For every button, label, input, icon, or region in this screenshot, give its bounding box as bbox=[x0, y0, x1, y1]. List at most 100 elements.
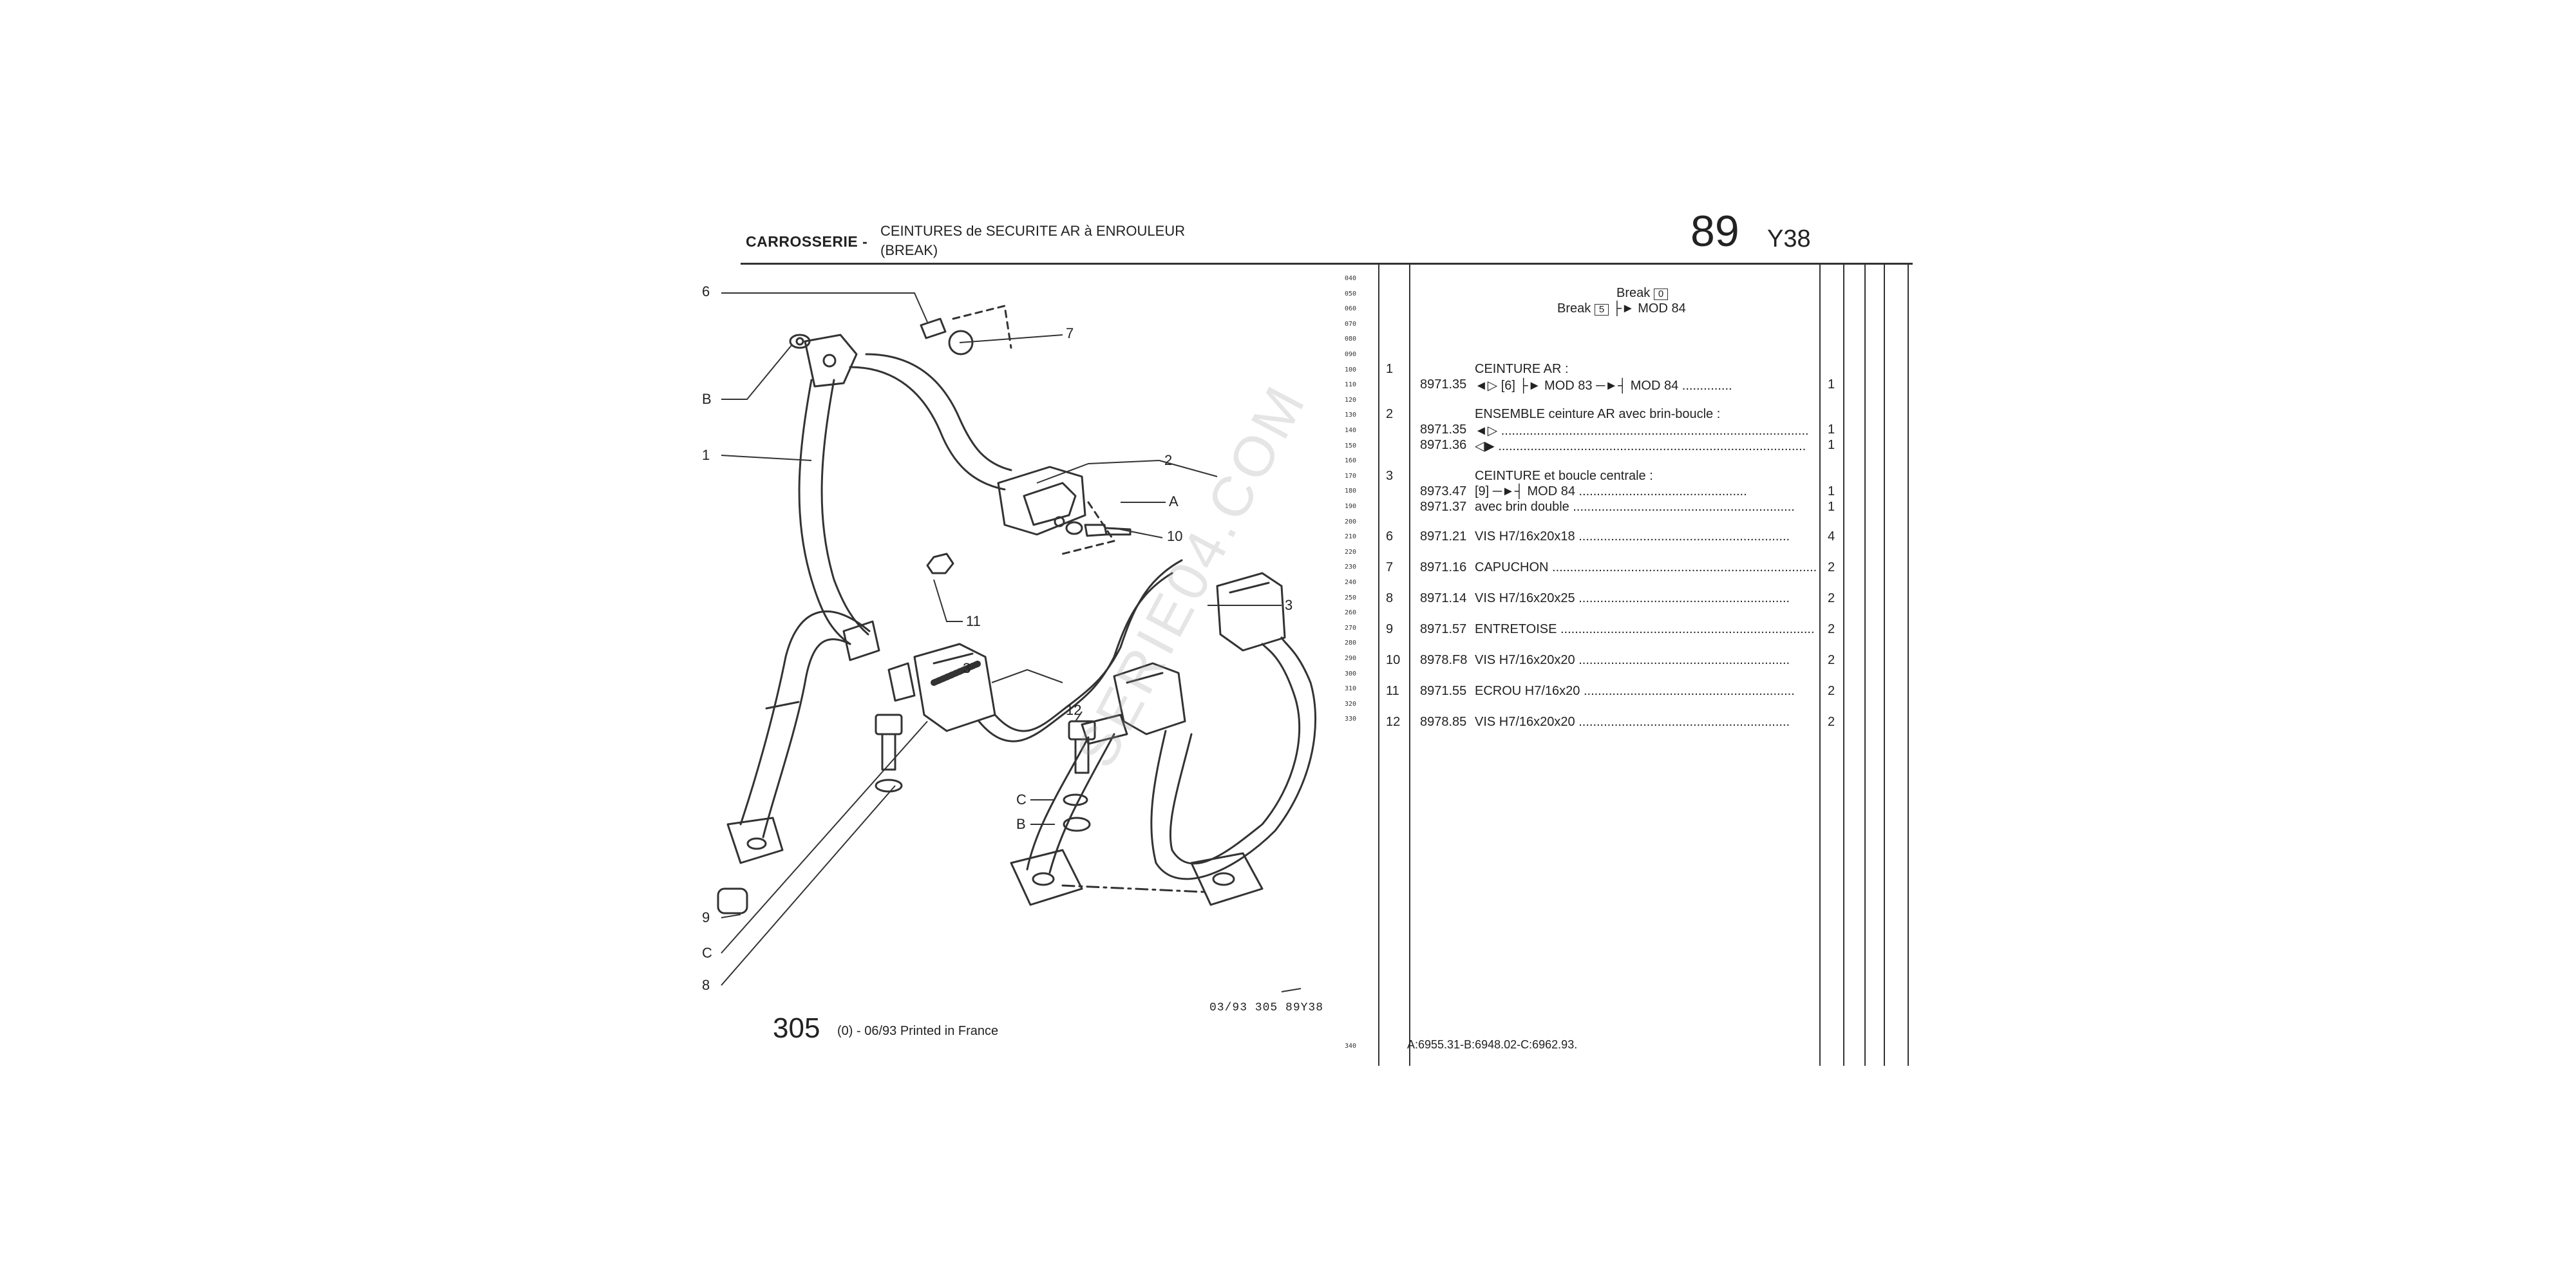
row-number: 260 bbox=[1345, 609, 1357, 617]
part-quantity: 2 bbox=[1828, 653, 1835, 667]
part-reference: 8971.55 bbox=[1420, 684, 1467, 698]
applicability-text-1: Break bbox=[1616, 286, 1651, 300]
row-number: 100 bbox=[1345, 366, 1357, 374]
part-reference: 8971.21 bbox=[1420, 529, 1467, 544]
table-line-2 bbox=[1409, 264, 1410, 1066]
adjuster bbox=[1081, 714, 1128, 745]
buckle-right bbox=[1113, 662, 1186, 735]
row-number: 070 bbox=[1345, 320, 1357, 328]
page-title: CEINTURES de SECURITE AR à ENROULEUR (BR… bbox=[880, 222, 1185, 260]
table-line-1 bbox=[1378, 264, 1379, 1066]
table-line-5 bbox=[1864, 264, 1866, 1066]
row-number: 200 bbox=[1345, 518, 1357, 526]
label-3b: 3 bbox=[1285, 597, 1293, 613]
part-description: VIS H7/16x20x25 ........................… bbox=[1475, 591, 1790, 605]
retractor-right bbox=[1216, 572, 1286, 652]
part-description: ENTRETOISE .............................… bbox=[1475, 622, 1815, 636]
bolt-8-head bbox=[875, 714, 903, 735]
page-number: 89 bbox=[1690, 207, 1739, 256]
model-number: 305 bbox=[773, 1012, 820, 1044]
part-description: CAPUCHON ...............................… bbox=[1475, 560, 1817, 574]
part-quantity: 2 bbox=[1828, 715, 1835, 729]
label-B: B bbox=[702, 391, 712, 407]
row-number: 290 bbox=[1345, 655, 1357, 662]
row-number: 110 bbox=[1345, 381, 1357, 389]
label-11: 11 bbox=[966, 613, 981, 629]
part-item-number: 9 bbox=[1386, 622, 1394, 636]
row-number: 190 bbox=[1345, 503, 1357, 510]
belt-upper bbox=[849, 366, 1006, 491]
row-number: 120 bbox=[1345, 396, 1357, 404]
row-number: 180 bbox=[1345, 488, 1357, 495]
part-quantity: 1 bbox=[1828, 438, 1835, 452]
part-reference: 8971.37 bbox=[1420, 500, 1467, 514]
part-item-number: 1 bbox=[1386, 362, 1394, 376]
belt-1 bbox=[798, 379, 851, 645]
buckle-center bbox=[913, 643, 996, 732]
row-number: 280 bbox=[1345, 639, 1357, 647]
applicability-suffix: MOD 84 bbox=[1638, 301, 1686, 316]
row-number: 170 bbox=[1345, 472, 1357, 480]
part-item-number: 12 bbox=[1386, 715, 1401, 729]
part-description: ◁▶ .....................................… bbox=[1475, 439, 1806, 453]
floor-anchor-center bbox=[1010, 849, 1083, 906]
label-6: 6 bbox=[702, 283, 710, 299]
footnote: A:6955.31-B:6948.02-C:6962.93. bbox=[1407, 1038, 1578, 1051]
row-number: 150 bbox=[1345, 442, 1357, 450]
part-reference: 8978.85 bbox=[1420, 715, 1467, 729]
label-C: C bbox=[702, 945, 712, 961]
part-quantity: 2 bbox=[1828, 560, 1835, 574]
retractor-housing bbox=[997, 466, 1086, 536]
label-7: 7 bbox=[1066, 325, 1074, 341]
applicability-line-2: Break 5 ├► MOD 84 bbox=[1557, 301, 1686, 316]
part-quantity: 1 bbox=[1828, 500, 1835, 514]
retractor-plate-1 bbox=[842, 620, 880, 661]
applicability-box-2: 5 bbox=[1594, 304, 1609, 316]
part-reference: 8971.35 bbox=[1420, 377, 1467, 392]
belt-right bbox=[1169, 643, 1301, 865]
label-B2: B bbox=[1016, 816, 1026, 832]
row-number: 040 bbox=[1345, 275, 1357, 282]
arrow-icon: ├► bbox=[1612, 301, 1634, 316]
section-label: CARROSSERIE - bbox=[746, 233, 868, 250]
part-reference: 8973.47 bbox=[1420, 484, 1467, 498]
print-info: (0) - 06/93 Printed in France bbox=[837, 1024, 999, 1038]
part-quantity: 1 bbox=[1828, 377, 1835, 392]
table-line-7 bbox=[1908, 264, 1909, 1066]
applicability-box-1: 0 bbox=[1653, 289, 1669, 300]
part-item-number: 3 bbox=[1386, 469, 1394, 483]
part-description: ◄▷ .....................................… bbox=[1475, 424, 1809, 438]
part-quantity: 4 bbox=[1828, 529, 1835, 544]
part-description: VIS H7/16x20x18 ........................… bbox=[1475, 529, 1790, 544]
floor-anchor-right bbox=[1190, 852, 1264, 906]
floor-anchor-left bbox=[726, 817, 784, 864]
row-number-end: 340 bbox=[1345, 1043, 1357, 1050]
part-description: CEINTURE AR : bbox=[1475, 362, 1569, 376]
part-description: avec brin double .......................… bbox=[1475, 500, 1795, 514]
bolt-12-head bbox=[1068, 720, 1096, 741]
row-number: 060 bbox=[1345, 305, 1357, 313]
applicability-line-1: Break 0 bbox=[1616, 286, 1669, 301]
part-reference: 8971.14 bbox=[1420, 591, 1467, 605]
seat-belt-diagram: 6 7 B 1 2 A 10 11 3 3 12 C B 9 C 8 bbox=[702, 283, 1317, 993]
upper-anchor bbox=[804, 334, 858, 388]
row-number: 300 bbox=[1345, 670, 1357, 677]
row-number: 090 bbox=[1345, 351, 1357, 358]
row-number: 130 bbox=[1345, 412, 1357, 419]
part-description: CEINTURE et boucle centrale : bbox=[1475, 469, 1653, 483]
cap-7 bbox=[948, 330, 974, 355]
label-3a: 3 bbox=[963, 660, 971, 676]
row-number: 140 bbox=[1345, 427, 1357, 434]
part-item-number: 8 bbox=[1386, 591, 1394, 605]
table-line-3 bbox=[1819, 264, 1821, 1066]
part-item-number: 10 bbox=[1386, 653, 1401, 667]
row-number: 160 bbox=[1345, 457, 1357, 465]
part-description: VIS H7/16x20x20 ........................… bbox=[1475, 715, 1790, 729]
part-quantity: 1 bbox=[1828, 484, 1835, 498]
figure-code: 03/93 305 89Y38 bbox=[1209, 1001, 1324, 1014]
part-quantity: 2 bbox=[1828, 684, 1835, 698]
part-reference: 8978.F8 bbox=[1420, 653, 1468, 667]
row-number: 330 bbox=[1345, 715, 1357, 723]
table-line-6 bbox=[1884, 264, 1885, 1066]
page-code: Y38 bbox=[1767, 225, 1811, 252]
